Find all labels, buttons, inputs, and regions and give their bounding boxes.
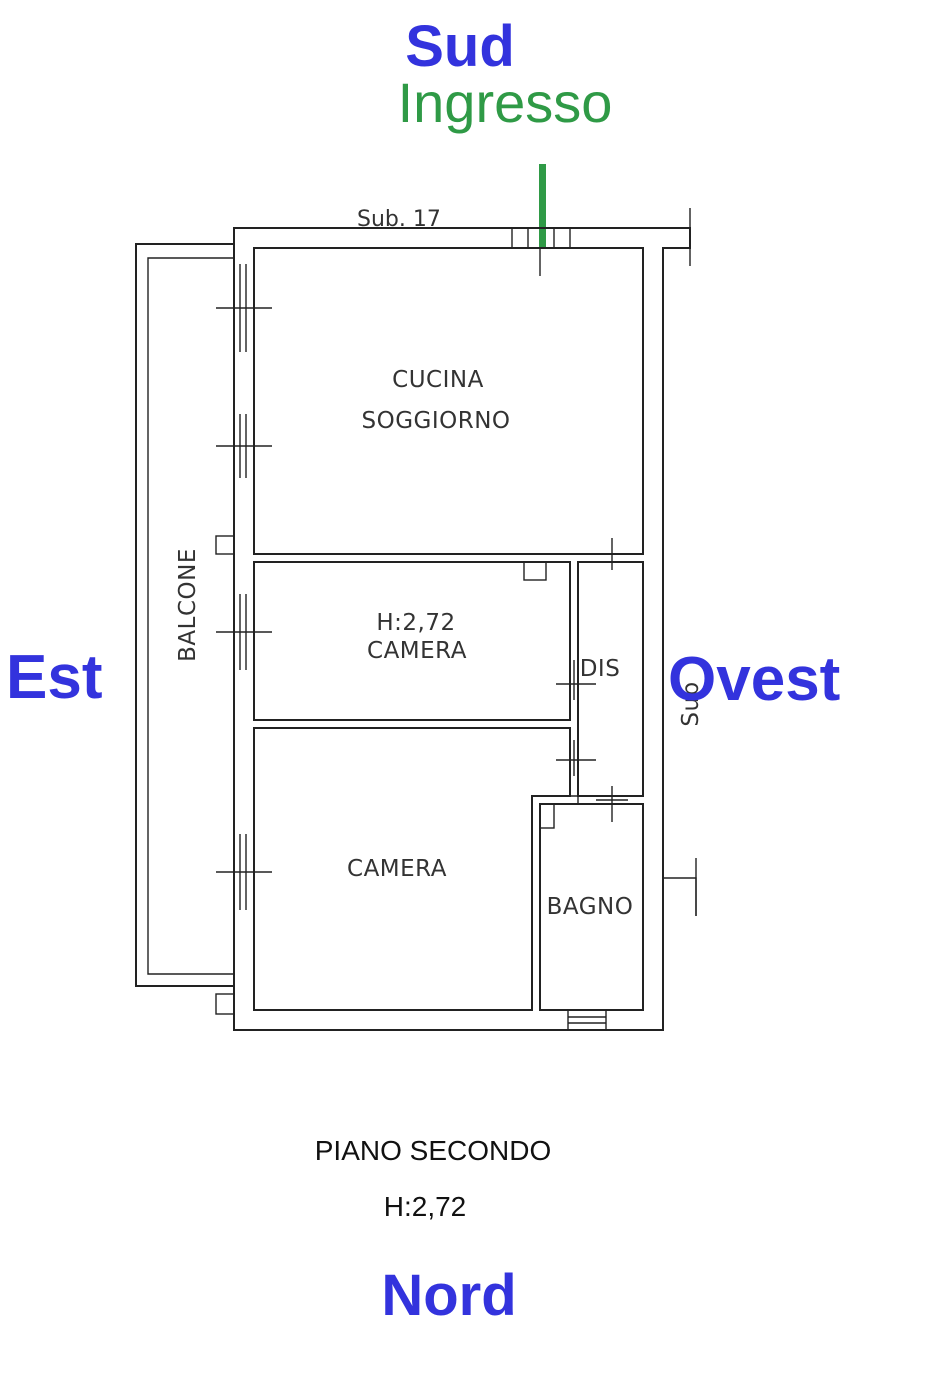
compass-west-label: Ovest — [668, 645, 840, 714]
compass-north-label: Nord — [381, 1263, 516, 1328]
entrance-label: Ingresso — [398, 71, 613, 134]
floor-caption: PIANO SECONDO — [315, 1135, 551, 1166]
windows — [216, 264, 272, 910]
balcony — [135, 243, 235, 1015]
interior-walls — [253, 561, 697, 1031]
room-bathroom-label: BAGNO — [547, 894, 634, 920]
compass-south-label: Sud — [405, 14, 515, 79]
room-balcony-label: BALCONE — [175, 548, 201, 662]
entrance-marker — [539, 164, 546, 248]
room-bedroom1-height: H:2,72 — [376, 610, 455, 636]
outer-walls — [233, 208, 691, 1031]
room-hall-label: DIS — [580, 656, 621, 682]
compass-east-label: Est — [6, 643, 102, 712]
room-bedroom2-label: CAMERA — [347, 856, 447, 882]
door-ticks — [556, 538, 628, 822]
room-kitchen-label: CUCINA — [392, 367, 484, 393]
sub-right-label: Sub — [678, 681, 704, 726]
room-living-label: SOGGIORNO — [361, 408, 510, 434]
room-bedroom1-label: CAMERA — [367, 638, 467, 664]
height-caption: H:2,72 — [384, 1191, 467, 1222]
